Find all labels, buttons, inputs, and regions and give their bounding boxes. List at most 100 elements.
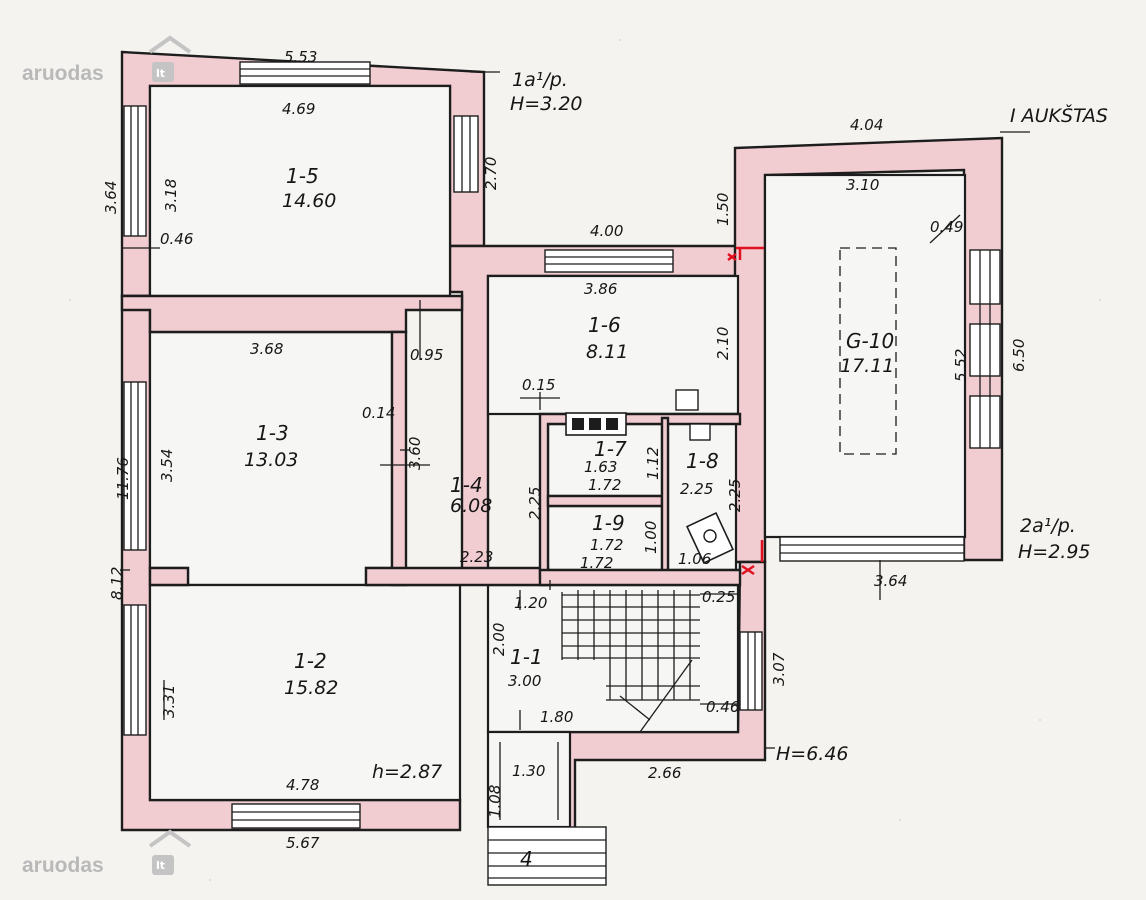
wall-mid-1-7 [546, 494, 664, 508]
window-top-1-6 [544, 249, 674, 273]
step-number: 4 [520, 847, 533, 871]
sink [689, 423, 711, 441]
window-bottom-1-2 [231, 803, 361, 829]
dimension: 2.66 [648, 764, 681, 782]
window-stair [739, 631, 763, 711]
garage-door [779, 536, 965, 562]
wall-stair-top [538, 568, 742, 587]
window-left-1-2 [123, 604, 147, 736]
interior-walls [120, 294, 742, 587]
dimension: 3.31 [160, 685, 178, 718]
room-area: 1.72 [590, 536, 623, 554]
dimension: 3.86 [584, 280, 617, 298]
dimension: 2.10 [714, 327, 732, 360]
dimension: 1.30 [512, 762, 545, 780]
dimension: 4.69 [282, 100, 315, 118]
watermark-tld: lt [156, 859, 165, 872]
dimension: 3.54 [158, 449, 176, 482]
height-value-2: H=2.95 [1018, 541, 1091, 563]
dimension: 2.25 [526, 487, 544, 520]
room-code: 1-9 [592, 511, 625, 535]
watermark-brand: aruodas [22, 62, 104, 85]
dimension: 5.52 [952, 349, 970, 382]
dimension: 5.53 [284, 48, 317, 66]
total-height: H=6.46 [776, 743, 849, 765]
room-area: 15.82 [284, 677, 338, 699]
window-right-1-5 [453, 115, 479, 193]
dimension: 5.67 [286, 834, 320, 852]
dimension: 3.64 [874, 572, 907, 590]
dimension: 1.80 [540, 708, 573, 726]
dimension: 0.49 [930, 218, 963, 236]
window-right-g10-c [969, 395, 1001, 449]
room-area-secondary: 1.72 [588, 476, 621, 494]
watermark-bottom: aruodas lt [22, 829, 192, 877]
height-value-1: H=3.20 [510, 93, 583, 115]
window-right-g10-a [969, 249, 1001, 305]
dimension: 11.76 [114, 457, 132, 500]
dimension: 3.18 [162, 179, 180, 212]
porch-steps [487, 742, 607, 886]
floor-title: I AUKŠTAS [1010, 103, 1108, 127]
fixtures [400, 389, 735, 564]
watermark-brand: aruodas [22, 854, 104, 877]
room-g-10 [763, 173, 967, 539]
wall-mid-1-8 [660, 416, 670, 580]
room-code: G-10 [846, 329, 894, 353]
room-1-5 [148, 84, 452, 298]
room-area: 13.03 [244, 449, 298, 471]
window-top-1-5 [239, 61, 371, 85]
header-labels: I AUKŠTAS 1a¹/p. H=3.20 2a¹/p. H=2.95 H=… [372, 69, 1108, 783]
dimension: 3.60 [406, 437, 424, 470]
room-area-secondary: 1.72 [580, 554, 613, 572]
staircase [561, 590, 700, 733]
window-left-1-5 [123, 105, 147, 237]
dimension-labels: 5.53 4.69 2.70 3.64 3.18 0.46 4.04 3.10 … [102, 48, 1028, 871]
garage-details [779, 214, 965, 562]
room-area: 6.08 [450, 495, 492, 517]
windows [123, 61, 1001, 829]
red-markers [727, 246, 764, 576]
dimension: 3.64 [102, 181, 120, 214]
dimension: 2.70 [482, 157, 500, 190]
dimension: 3.07 [770, 652, 788, 686]
dimension: 2.00 [490, 623, 508, 656]
room-area: 3.00 [508, 672, 541, 690]
room-1-9 [546, 504, 664, 572]
height-label-2: 2a¹/p. [1020, 515, 1076, 537]
dimension: 0.15 [522, 376, 555, 394]
dimension: 2.25 [726, 479, 744, 512]
dimension: 3.10 [846, 176, 879, 194]
room-code: 1-5 [286, 164, 319, 188]
window-right-g10-b [969, 323, 1001, 377]
dimension: 0.14 [362, 404, 395, 422]
dimension: 1.06 [678, 550, 711, 568]
dimension: 0.25 [702, 588, 735, 606]
dimension: 1.12 [644, 447, 662, 480]
dimension: 4.00 [590, 222, 623, 240]
garage-car-outline [839, 247, 897, 455]
wall-1-3-1-4 [390, 330, 408, 587]
wall-1-5-1-3 [120, 294, 464, 334]
porch [486, 730, 572, 829]
room-1-2 [148, 583, 462, 802]
room-code: 1-2 [294, 649, 327, 673]
dimension: 2.23 [460, 548, 493, 566]
dimension: 4.04 [850, 116, 883, 134]
dimension: 0.46 [160, 230, 193, 248]
dimension-lines [120, 71, 1030, 749]
dimension: 0.95 [410, 346, 443, 364]
room-area: 14.60 [282, 190, 336, 212]
dimension: 8.12 [108, 567, 126, 600]
wall-hall [364, 566, 550, 587]
room-code: 1-1 [510, 645, 543, 669]
dimension: 1.00 [642, 521, 660, 554]
room-code: 1-4 [450, 473, 483, 497]
room-code: 1-6 [588, 313, 621, 337]
room-height: h=2.87 [372, 761, 442, 783]
dimension: 1.50 [714, 193, 732, 226]
room-code: 1-3 [256, 421, 289, 445]
watermark-top: aruodas lt [22, 35, 192, 85]
dimension: 0.46 [706, 698, 739, 716]
